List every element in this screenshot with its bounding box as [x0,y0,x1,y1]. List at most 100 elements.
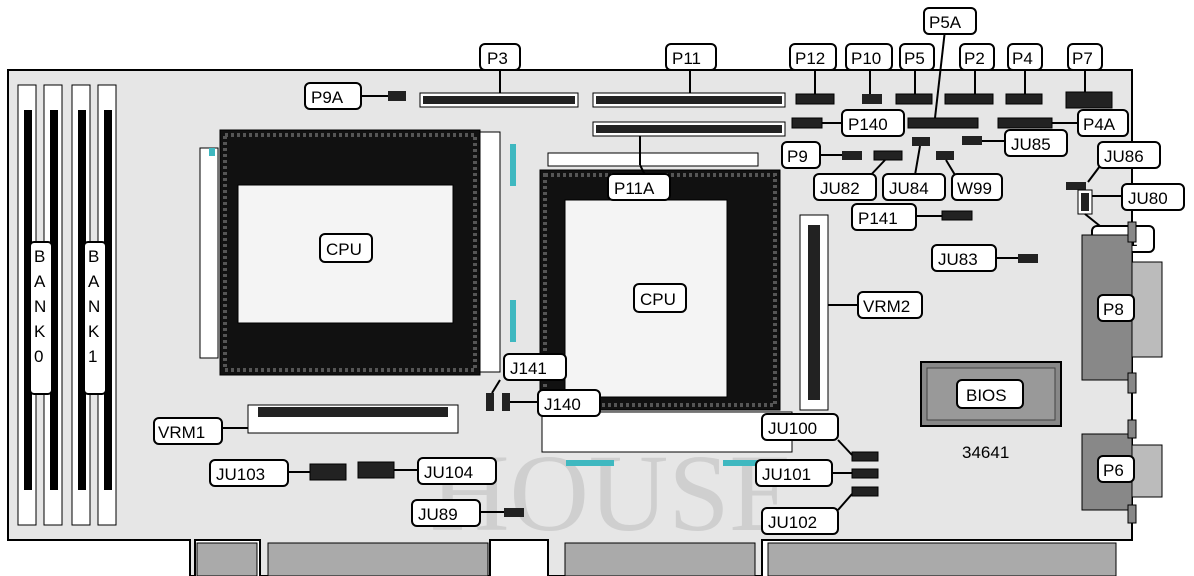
ju104-label: JU104 [424,463,473,482]
p5a-label: P5A [929,13,962,32]
ju86-label-box [1097,141,1161,169]
p5-label-box [899,43,935,71]
p141-label-box [851,203,917,231]
p9-connector [842,151,862,160]
p12-connector [795,93,835,105]
p9a-connector [388,91,406,101]
bank0-label-box [29,241,53,395]
p11-label: P11 [672,49,701,68]
ju84-label-box [882,173,946,201]
vrm2-label-box [857,291,923,319]
p11a-label: P11A [614,179,655,198]
j141-label: J141 [510,359,547,378]
p12-label-box [789,43,837,71]
j140-jumper [502,393,510,411]
ju104-label-box [417,457,497,485]
p8-label-box [1097,294,1135,322]
j140-label-box [537,389,601,417]
vrm1-label-box [153,417,223,445]
p4a-connector [997,117,1053,129]
p141-connector [941,210,973,221]
bank1-label-box [83,241,107,395]
ju84-connector [912,137,930,146]
p3-label: P3 [487,49,508,68]
ju89-label-box [411,499,481,527]
ju104-jumper [357,461,395,479]
vrm1-label: VRM1 [158,423,205,442]
ju82-label-box [813,173,877,201]
cpu2-label-box [633,283,687,313]
p4a-label-box [1077,109,1129,137]
ju86-label: JU86 [1104,147,1144,166]
ju83-connector [1018,254,1038,263]
p141-label: P141 [858,209,898,228]
ju101-label: JU101 [762,465,811,484]
j141-jumper [486,393,494,411]
board-number: 34641 [962,443,1009,462]
p11a-label-box [607,173,671,201]
ju82-label: JU82 [820,179,860,198]
ju100-jumper [851,451,879,462]
ju80-label: JU80 [1128,189,1168,208]
vrm2-label: VRM2 [863,297,910,316]
p3-label-box [479,43,521,71]
ju102-label-box [761,507,839,535]
ju85-label: JU85 [1011,135,1051,154]
p5-label: P5 [904,49,925,68]
p9-label-box [781,141,821,169]
ju80-label-box [1121,183,1185,211]
ju82-connector [873,150,903,161]
p4-label: P4 [1012,49,1033,68]
p4-connector [1005,93,1043,105]
p6-label-box [1097,455,1135,483]
p9a-label-box [304,82,362,110]
ju86-connector [1066,182,1086,190]
ju102-label: JU102 [768,513,817,532]
p7-connector [1065,91,1113,109]
p2-connector [944,93,994,105]
p12-label: P12 [795,49,825,68]
p140-connector [791,117,823,129]
edge-connector-left [196,542,1117,576]
ju100-label: JU100 [768,419,817,438]
ju83-label: JU83 [938,250,978,269]
p11-label-box [665,43,717,71]
ju85-connector [962,136,982,145]
p5a-label-box [923,7,977,35]
p9-label: P9 [787,147,808,166]
ju83-label-box [931,244,997,272]
p140-label: P140 [848,115,888,134]
p4a-label: P4A [1083,115,1116,134]
p2-label: P2 [964,49,985,68]
p10-label: P10 [851,49,881,68]
ju85-label-box [1004,129,1068,157]
cpu2-label: CPU [640,290,676,309]
bios-label: BIOS [966,386,1007,405]
p5-connector [895,93,933,105]
p6-label: P6 [1103,461,1124,480]
p4-label-box [1007,43,1043,71]
p7-label: P7 [1072,49,1093,68]
ju103-label-box [209,459,289,487]
ju103-label: JU103 [216,465,265,484]
j141-label-box [503,353,567,381]
p9a-label: P9A [311,88,344,107]
p10-label-box [845,43,893,71]
ju89-label: JU89 [418,505,458,524]
p140-label-box [841,109,905,137]
ju101-label-box [755,459,833,487]
p5a-connector [907,117,979,129]
ju102-jumper [851,486,879,497]
ju89-jumper [504,508,524,517]
w99-connector [936,151,954,160]
w99-label: W99 [957,179,992,198]
bios-label-box [956,379,1024,409]
cpu1-label: CPU [326,240,362,259]
p8-label: P8 [1103,300,1124,319]
p2-label-box [959,43,995,71]
ju84-label: JU84 [889,179,929,198]
